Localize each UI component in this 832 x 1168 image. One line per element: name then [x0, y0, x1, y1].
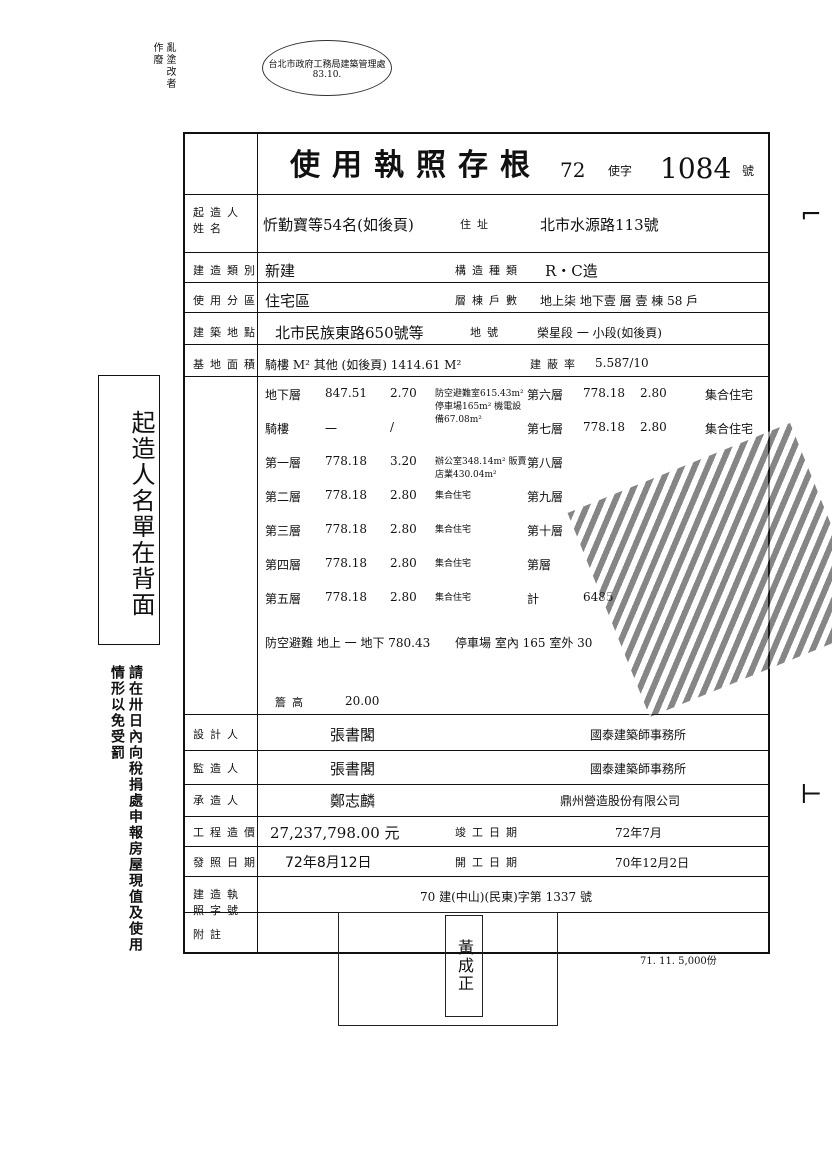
- row-f: 第二層: [265, 490, 302, 504]
- row-u2: 集合住宅: [705, 388, 754, 402]
- finish-label: 竣工日期: [455, 826, 523, 839]
- struct-value: R・C造: [545, 262, 598, 280]
- issue-value: 72年8月12日: [285, 855, 372, 871]
- row-f: 第四層: [265, 558, 302, 572]
- contractor-company: 鼎州營造股份有限公司: [560, 794, 681, 808]
- row-f2: 第層: [527, 558, 552, 572]
- top-note: 亂塗改者作廢: [151, 42, 175, 90]
- supervisor-value: 張書閣: [330, 760, 376, 778]
- shelter-value: 防空避難 地上 一 地下 780.43: [265, 636, 431, 650]
- page-title: 使用執照存根: [290, 148, 542, 183]
- row-f: 地下層: [265, 388, 302, 402]
- cost-value: 27,237,798.00 元: [270, 824, 400, 842]
- row-f2: 第十層: [527, 524, 564, 538]
- applicant-list-note: 起造人名單在背面: [98, 375, 160, 645]
- remark-label: 附註: [193, 928, 227, 941]
- designer-label: 設計人: [193, 728, 244, 741]
- supervisor-label: 監造人: [193, 762, 244, 775]
- cost-label: 工程造價: [193, 826, 261, 839]
- contractor-value: 鄭志麟: [330, 792, 376, 810]
- row-f: 騎樓: [265, 422, 290, 436]
- license-form: 起造人姓名 忻勤寶等54名(如後頁) 住址 北市水源路113號 建造類別 新建 …: [183, 132, 770, 954]
- row-f2: 第六層: [527, 388, 564, 402]
- row-f2: 第九層: [527, 490, 564, 504]
- row-h: 2.70: [390, 386, 417, 400]
- height-value: 20.00: [345, 694, 380, 708]
- supervisor-office: 國泰建築師事務所: [590, 762, 687, 776]
- contractor-label: 承造人: [193, 794, 244, 807]
- lot-value: 榮星段 一 小段(如後頁): [537, 326, 662, 340]
- license-year: 72: [560, 158, 586, 182]
- address-value: 北市水源路113號: [540, 216, 659, 234]
- row-u: 辦公室348.14m² 販賣店業430.04m²: [435, 457, 527, 480]
- site-value: 北市民族東路650號等: [275, 324, 424, 342]
- issue-label: 發照日期: [193, 856, 261, 869]
- row-f: 第三層: [265, 524, 302, 538]
- row-u: 防空避難室615.43m² 停車場165m² 機電設備67.08m²: [435, 389, 524, 425]
- row-f2: 第七層: [527, 422, 564, 436]
- type-value: 新建: [265, 262, 296, 280]
- row-h2: 2.80: [640, 386, 667, 400]
- designer-value: 張書閣: [330, 726, 376, 744]
- row-a: 778.18: [325, 454, 367, 468]
- row-a: 778.18: [325, 590, 367, 604]
- row-u: 集合住宅: [435, 593, 472, 603]
- height-label: 簷高: [275, 696, 309, 709]
- zone-label: 使用分區: [193, 294, 261, 307]
- ratio-label: 建蔽率: [530, 358, 581, 371]
- applicant-label: 起造人姓名: [193, 206, 244, 235]
- permit-label: 建造執照字號: [193, 888, 244, 917]
- floors-value: 地上柒 地下壹 層 壹 棟 58 戶: [540, 294, 699, 308]
- type-label: 建造類別: [193, 264, 261, 277]
- row-h2: 2.80: [640, 420, 667, 434]
- license-hao: 號: [742, 164, 755, 178]
- start-label: 開工日期: [455, 856, 523, 869]
- office-stamp: 台北市政府工務局建築管理處 83.10.: [262, 40, 392, 96]
- area-label: 基地面積: [193, 358, 261, 371]
- ratio-value: 5.587/10: [595, 356, 649, 370]
- row-u2: 集合住宅: [705, 422, 754, 436]
- row-f2: 計: [527, 592, 540, 606]
- row-f: 第一層: [265, 456, 302, 470]
- row-h: 2.80: [390, 590, 417, 604]
- row-h: 3.20: [390, 454, 417, 468]
- designer-office: 國泰建築師事務所: [590, 728, 687, 742]
- parking-value: 停車場 室內 165 室外 30: [455, 636, 593, 650]
- row-a2: 778.18: [583, 386, 625, 400]
- row-a: 778.18: [325, 522, 367, 536]
- floors-label: 層棟戶數: [455, 294, 523, 307]
- row-f: 第五層: [265, 592, 302, 606]
- row-u: 集合住宅: [435, 491, 472, 501]
- site-label: 建築地點: [193, 326, 261, 339]
- edge-mark: ⌐: [800, 200, 822, 230]
- zone-value: 住宅區: [265, 292, 311, 310]
- area-value: 騎樓 M² 其他 (如後頁) 1414.61 M²: [265, 358, 462, 372]
- row-a2: 778.18: [583, 420, 625, 434]
- start-value: 70年12月2日: [615, 856, 690, 870]
- row-h: 2.80: [390, 488, 417, 502]
- row-a: 778.18: [325, 556, 367, 570]
- struct-label: 構造種類: [455, 264, 523, 277]
- tax-notice: 請在卅日內向稅捐處申報房屋現值及使用情形以免受罰: [109, 665, 143, 953]
- print-info: 71. 11. 5,000份: [640, 956, 717, 967]
- official-seal: 黃成正: [445, 915, 483, 1017]
- row-h: /: [390, 420, 395, 434]
- row-h: 2.80: [390, 556, 417, 570]
- finish-value: 72年7月: [615, 826, 662, 840]
- row-a: 一: [325, 422, 338, 436]
- seal-box: [338, 912, 558, 1026]
- row-f2: 第八層: [527, 456, 564, 470]
- permit-value: 70 建(中山)(民東)字第 1337 號: [420, 890, 592, 904]
- row-a: 778.18: [325, 488, 367, 502]
- row-u: 集合住宅: [435, 525, 472, 535]
- applicant-value: 忻勤寶等54名(如後頁): [263, 216, 414, 234]
- row-h: 2.80: [390, 522, 417, 536]
- edge-mark-2: ⊢: [800, 780, 823, 810]
- license-char: 使字: [608, 164, 633, 178]
- lot-label: 地號: [470, 326, 504, 339]
- row-a: 847.51: [325, 386, 367, 400]
- license-number: 1084: [660, 152, 732, 185]
- row-u: 集合住宅: [435, 559, 472, 569]
- address-label: 住址: [460, 218, 494, 231]
